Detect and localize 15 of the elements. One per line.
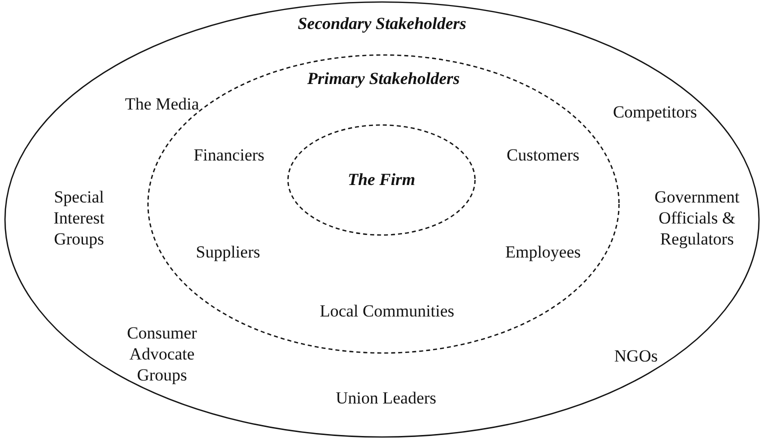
stakeholder-label: Union Leaders <box>336 388 436 408</box>
stakeholder-label: Financiers <box>194 144 264 166</box>
stakeholder-label: NGOs <box>614 346 658 366</box>
stakeholder-label: Special Interest Groups <box>52 186 106 250</box>
stakeholder-label: The Media <box>124 94 200 114</box>
stakeholder-label: Consumer Advocate Groups <box>126 322 198 386</box>
stakeholder-heading: Secondary Stakeholders <box>298 14 466 33</box>
stakeholder-heading: The Firm <box>348 170 416 189</box>
stakeholder-label: Local Communities <box>320 300 454 322</box>
stakeholder-label: Employees <box>505 242 581 262</box>
stakeholder-heading: Primary Stakeholders <box>307 69 460 88</box>
stakeholder-label: Competitors <box>612 102 698 122</box>
stakeholder-label: Suppliers <box>196 242 260 262</box>
stakeholder-label: Customers <box>506 144 580 166</box>
stakeholder-label: Government Officials & Regulators <box>654 186 740 250</box>
